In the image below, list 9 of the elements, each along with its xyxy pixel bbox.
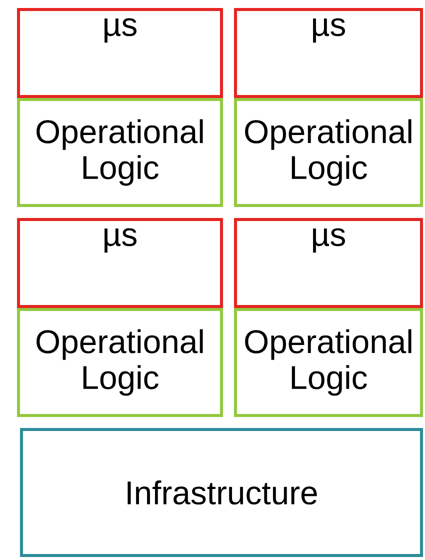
infrastructure-box: Infrastructure (20, 428, 423, 557)
logic-box: Operational Logic (17, 98, 223, 207)
logic-box: Operational Logic (17, 308, 223, 417)
logic-box: Operational Logic (234, 308, 423, 417)
service-box: µs (17, 218, 223, 308)
logic-box: Operational Logic (234, 98, 423, 207)
service-box: µs (17, 8, 223, 98)
service-box: µs (234, 218, 423, 308)
service-box: µs (234, 8, 423, 98)
